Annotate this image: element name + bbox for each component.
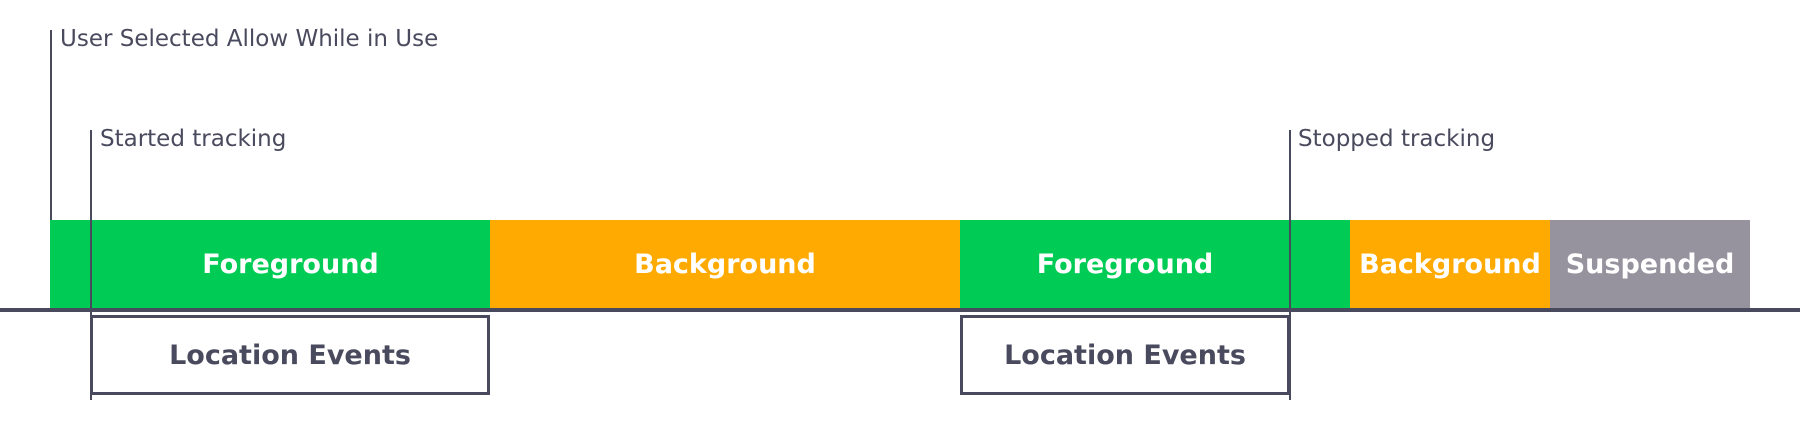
timeline-segment-background-1: Background <box>490 220 960 308</box>
segment-label: Suspended <box>1565 248 1735 280</box>
timeline-axis <box>0 308 1800 312</box>
segment-label: Foreground <box>202 248 379 280</box>
started-tracking-marker-line <box>90 130 92 400</box>
timeline-segment-foreground-initial <box>50 220 91 308</box>
allow-while-in-use-marker-line <box>50 30 52 310</box>
location-events-box-1: Location Events <box>90 315 490 395</box>
location-events-box-2: Location Events <box>960 315 1290 395</box>
segment-label: Foreground <box>1036 248 1214 280</box>
location-events-label: Location Events <box>1004 339 1246 371</box>
stopped-tracking-marker-label: Stopped tracking <box>1298 126 1496 152</box>
timeline-segment-foreground-tail <box>1290 220 1350 308</box>
stopped-tracking-marker-line <box>1289 130 1291 400</box>
segment-label: Background <box>634 248 816 280</box>
location-events-label: Location Events <box>169 339 411 371</box>
timeline-segment-foreground-2: Foreground <box>960 220 1290 308</box>
timeline-segment-suspended: Suspended <box>1550 220 1750 308</box>
timeline-segment-foreground-1: Foreground <box>91 220 490 308</box>
timeline-segment-background-2: Background <box>1350 220 1550 308</box>
started-tracking-marker-label: Started tracking <box>100 126 287 152</box>
segment-label: Background <box>1359 248 1541 280</box>
allow-while-in-use-marker-label: User Selected Allow While in Use <box>60 26 439 52</box>
